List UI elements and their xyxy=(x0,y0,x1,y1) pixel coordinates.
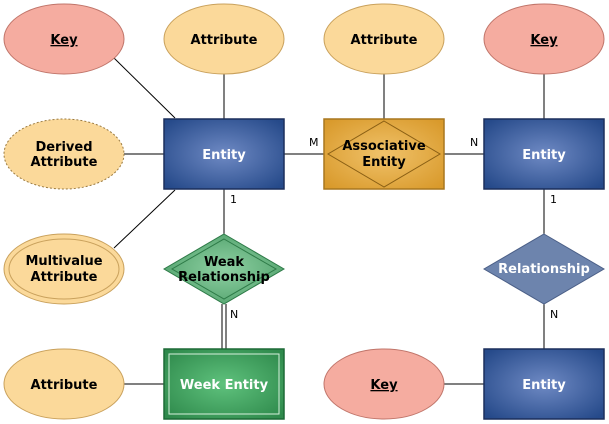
entity-label: Entity xyxy=(522,378,566,393)
multivalue-attribute-label-line1: Multivalue xyxy=(25,254,102,269)
cardinality-n-weak: N xyxy=(230,308,238,321)
multivalue-attribute-label-line2: Attribute xyxy=(31,270,98,285)
attribute-top-2[interactable]: Attribute xyxy=(323,3,445,75)
cardinality-n-rel: N xyxy=(550,308,558,321)
associative-entity-label-line2: Entity xyxy=(362,155,406,170)
multivalue-attribute[interactable]: Multivalue Attribute xyxy=(3,233,125,305)
key-label: Key xyxy=(50,33,78,48)
entity-right[interactable]: Entity xyxy=(483,118,605,190)
key-attribute-bottom[interactable]: Key xyxy=(323,348,445,420)
edge-key-tl-entity xyxy=(113,57,176,119)
associative-entity[interactable]: Associative Entity xyxy=(323,118,445,190)
relationship-label: Relationship xyxy=(498,262,590,277)
entity-label: Entity xyxy=(202,148,246,163)
attribute-label: Attribute xyxy=(191,33,258,48)
weak-relationship-label-line2: Relationship xyxy=(178,270,270,285)
entity-label: Entity xyxy=(522,148,566,163)
week-entity-label: Week Entity xyxy=(180,378,269,393)
key-attribute-top-left[interactable]: Key xyxy=(3,3,125,75)
attribute-label: Attribute xyxy=(31,378,98,393)
cardinality-n-assoc: N xyxy=(470,136,478,149)
entity-bottom[interactable]: Entity xyxy=(483,348,605,420)
connectors xyxy=(113,57,545,385)
entity-main[interactable]: Entity xyxy=(163,118,285,190)
weak-relationship-label-line1: Weak xyxy=(204,255,244,270)
derived-attribute-label-line2: Attribute xyxy=(31,155,98,170)
associative-entity-label-line1: Associative xyxy=(342,139,426,154)
relationship[interactable]: Relationship xyxy=(483,233,605,305)
edge-multivalue-entity xyxy=(113,189,176,249)
derived-attribute-label-line1: Derived xyxy=(35,140,92,155)
attribute-top-1[interactable]: Attribute xyxy=(163,3,285,75)
week-entity[interactable]: Week Entity xyxy=(163,348,285,420)
cardinality-one-left: 1 xyxy=(230,193,237,206)
key-label: Key xyxy=(370,378,398,393)
attribute-bottom[interactable]: Attribute xyxy=(3,348,125,420)
cardinality-one-right: 1 xyxy=(550,193,557,206)
cardinality-m: M xyxy=(309,136,319,149)
derived-attribute[interactable]: Derived Attribute xyxy=(3,118,125,190)
attribute-label: Attribute xyxy=(351,33,418,48)
key-attribute-top-right[interactable]: Key xyxy=(483,3,605,75)
weak-relationship[interactable]: Weak Relationship xyxy=(163,233,285,305)
key-label: Key xyxy=(530,33,558,48)
